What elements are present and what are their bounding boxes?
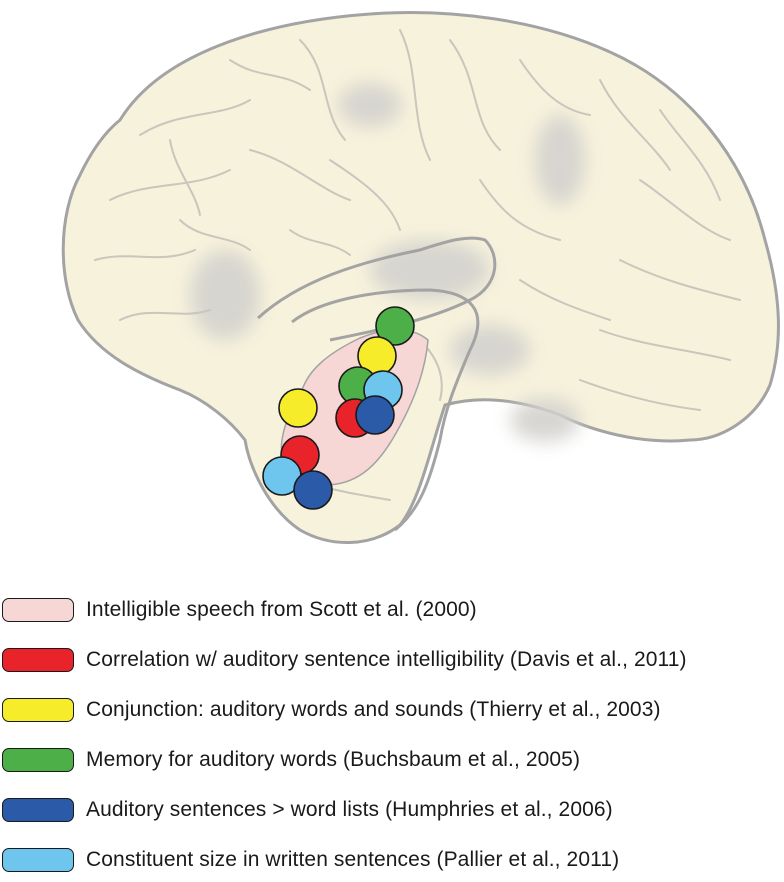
focus-dark-blue (293, 470, 333, 510)
legend-item-thierry: Conjunction: auditory words and sounds (… (0, 692, 784, 728)
sylvian-fissure (256, 236, 497, 342)
legend-swatch-light-blue (2, 848, 74, 872)
legend-swatch-dark-blue (2, 798, 74, 822)
legend-label: Constituent size in written sentences (P… (86, 848, 620, 871)
shadow-areas (190, 83, 585, 442)
focus-green (375, 306, 415, 346)
brain-illustration (61, 11, 780, 545)
focus-yellow (278, 388, 318, 428)
legend-swatch-red (2, 648, 74, 672)
legend-label: Memory for auditory words (Buchsbaum et … (86, 748, 581, 771)
legend-swatch-green (2, 748, 74, 772)
legend-swatch-pink (2, 598, 74, 622)
legend-swatch-yellow (2, 698, 74, 722)
legend-item-humphries: Auditory sentences > word lists (Humphri… (0, 792, 784, 828)
legend-item-scott: Intelligible speech from Scott et al. (2… (0, 592, 784, 628)
legend-label: Auditory sentences > word lists (Humphri… (86, 798, 613, 821)
focus-dark-blue (355, 395, 395, 435)
legend-item-davis: Correlation w/ auditory sentence intelli… (0, 642, 784, 678)
legend-item-buchsbaum: Memory for auditory words (Buchsbaum et … (0, 742, 784, 778)
legend-label: Correlation w/ auditory sentence intelli… (86, 648, 687, 671)
legend-label: Intelligible speech from Scott et al. (2… (86, 598, 477, 621)
activation-foci (262, 306, 415, 510)
temporal-lobe (291, 288, 480, 532)
legend-label: Conjunction: auditory words and sounds (… (86, 698, 661, 721)
legend: Intelligible speech from Scott et al. (2… (0, 588, 784, 882)
legend-item-pallier: Constituent size in written sentences (P… (0, 842, 784, 878)
